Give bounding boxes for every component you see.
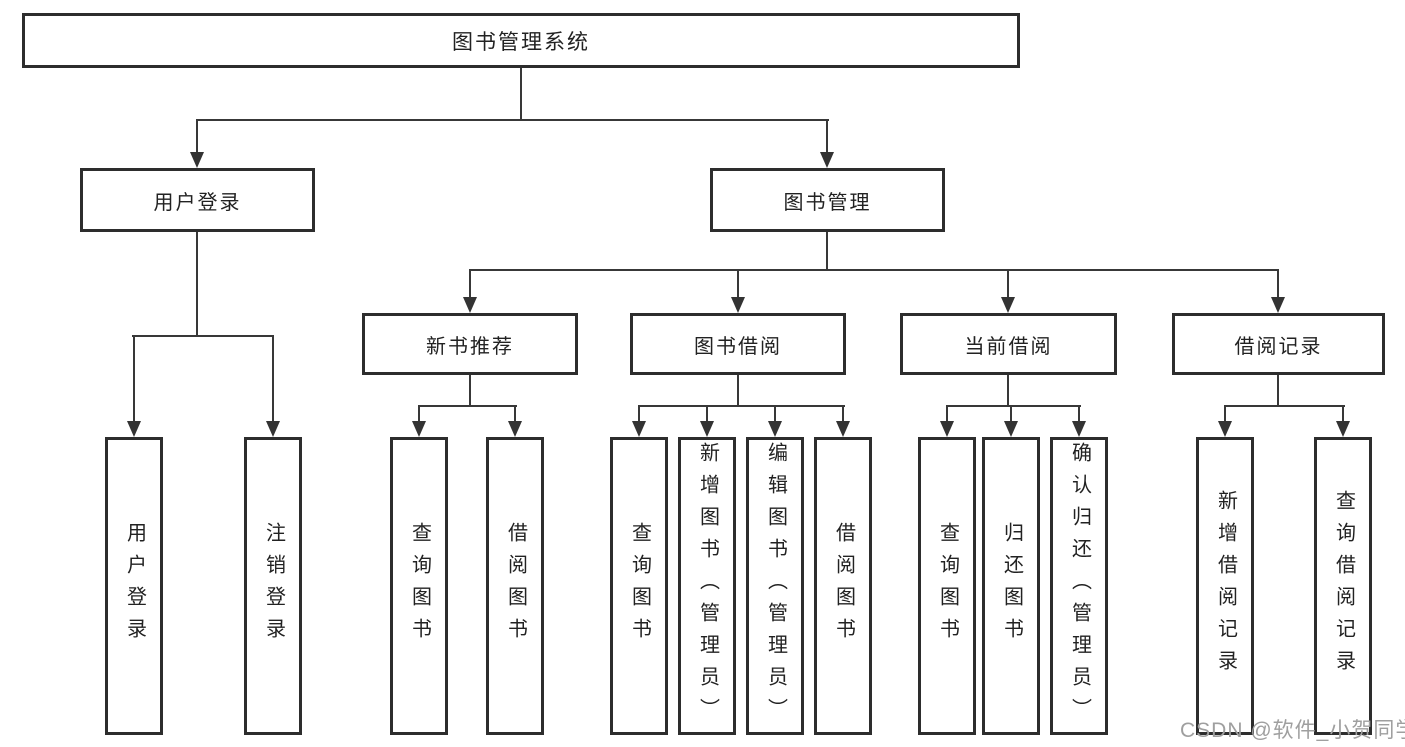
node-label: 查询图书 [936, 522, 959, 650]
arrowhead [127, 421, 141, 437]
arrowhead [266, 421, 280, 437]
node-current-borrowing: 当前借阅 [900, 313, 1117, 375]
connector [737, 269, 739, 299]
arrowhead [1004, 421, 1018, 437]
leaf-edit-books-admin: 编辑图书（管理员） [746, 437, 804, 735]
connector [196, 232, 198, 336]
connector [272, 335, 274, 423]
connector [133, 335, 135, 423]
arrowhead [463, 297, 477, 313]
connector [469, 375, 471, 406]
connector [469, 269, 471, 299]
leaf-borrow-books-borrowing: 借阅图书 [814, 437, 872, 735]
arrowhead [731, 297, 745, 313]
arrowhead [1271, 297, 1285, 313]
connector [826, 232, 828, 271]
node-label: 图书借阅 [694, 335, 782, 358]
connector [1277, 375, 1279, 406]
connector [1277, 269, 1279, 299]
arrowhead [700, 421, 714, 437]
connector [520, 68, 522, 120]
node-label: 新增图书（管理员） [696, 442, 719, 730]
connector [1224, 405, 1345, 407]
connector [196, 119, 198, 155]
connector [638, 405, 845, 407]
node-label: 用户登录 [123, 522, 146, 650]
connector [1342, 405, 1344, 423]
node-library-management-system: 图书管理系统 [22, 13, 1020, 68]
arrowhead [1072, 421, 1086, 437]
csdn-watermark: CSDN @软件_小贺同学 [1180, 719, 1405, 742]
node-label: 借阅记录 [1234, 335, 1323, 358]
connector [638, 405, 640, 423]
connector [1007, 375, 1009, 406]
connector [946, 405, 1081, 407]
node-label: 图书管理 [783, 191, 872, 214]
connector [737, 375, 739, 406]
arrowhead [820, 152, 834, 168]
leaf-user-login: 用户登录 [105, 437, 163, 735]
node-new-book-recommendation: 新书推荐 [362, 313, 578, 375]
connector [842, 405, 844, 423]
node-label: 归还图书 [1000, 522, 1023, 650]
arrowhead [1218, 421, 1232, 437]
arrowhead [632, 421, 646, 437]
node-user-login: 用户登录 [80, 168, 315, 232]
leaf-add-borrow-record: 新增借阅记录 [1196, 437, 1254, 735]
node-label: 图书管理系统 [452, 30, 590, 54]
node-label: 查询图书 [628, 522, 651, 650]
leaf-query-books-current: 查询图书 [918, 437, 976, 735]
leaf-query-borrow-record: 查询借阅记录 [1314, 437, 1372, 735]
leaf-return-books: 归还图书 [982, 437, 1040, 735]
connector [196, 119, 829, 121]
leaf-query-books-recommend: 查询图书 [390, 437, 448, 735]
node-label: 新书推荐 [426, 335, 514, 358]
node-label: 查询图书 [408, 522, 431, 650]
connector [946, 405, 948, 423]
node-borrowing-records: 借阅记录 [1172, 313, 1385, 375]
node-label: 新增借阅记录 [1214, 490, 1237, 682]
connector [514, 405, 516, 423]
connector [774, 405, 776, 423]
leaf-add-books-admin: 新增图书（管理员） [678, 437, 736, 735]
node-label: 借阅图书 [832, 522, 855, 650]
connector [1078, 405, 1080, 423]
connector [469, 269, 1279, 271]
arrowhead [940, 421, 954, 437]
arrowhead [1336, 421, 1350, 437]
node-label: 确认归还（管理员） [1068, 442, 1091, 730]
node-label: 查询借阅记录 [1332, 490, 1355, 682]
arrowhead [190, 152, 204, 168]
node-label: 当前借阅 [964, 335, 1053, 358]
arrowhead [1001, 297, 1015, 313]
connector [826, 119, 828, 155]
node-label: 编辑图书（管理员） [764, 442, 787, 730]
connector [418, 405, 517, 407]
arrowhead [508, 421, 522, 437]
node-book-management: 图书管理 [710, 168, 945, 232]
node-book-borrowing: 图书借阅 [630, 313, 846, 375]
connector [706, 405, 708, 423]
node-label: 借阅图书 [504, 522, 527, 650]
leaf-borrow-books-recommend: 借阅图书 [486, 437, 544, 735]
node-label: 用户登录 [153, 191, 242, 214]
connector [1010, 405, 1012, 423]
arrowhead [412, 421, 426, 437]
leaf-confirm-return-admin: 确认归还（管理员） [1050, 437, 1108, 735]
leaf-query-books-borrowing: 查询图书 [610, 437, 668, 735]
connector [1224, 405, 1226, 423]
arrowhead [836, 421, 850, 437]
connector [132, 335, 274, 337]
connector [418, 405, 420, 423]
node-label: 注销登录 [262, 522, 285, 650]
arrowhead [768, 421, 782, 437]
connector [1007, 269, 1009, 299]
leaf-logout-login: 注销登录 [244, 437, 302, 735]
